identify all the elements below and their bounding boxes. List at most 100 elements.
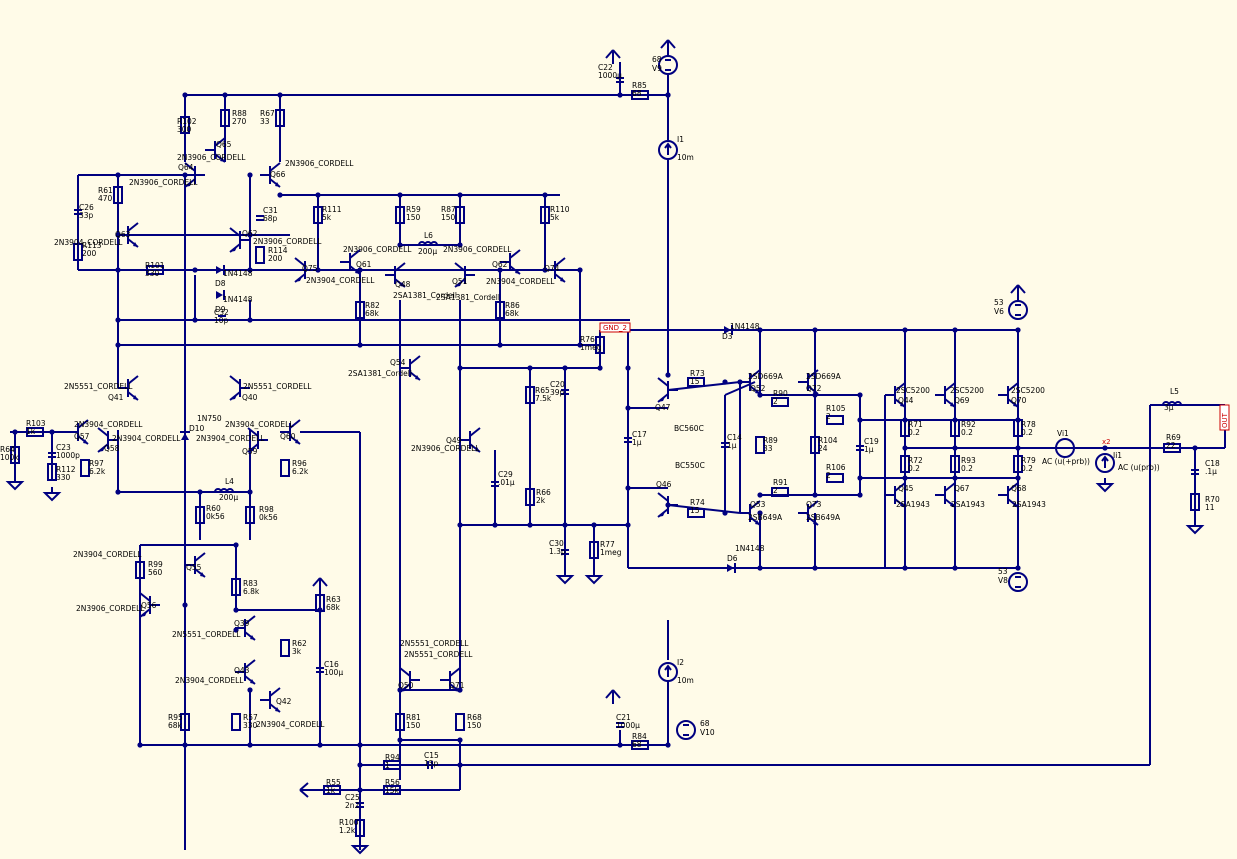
source-value: 68 — [700, 719, 710, 728]
source-value: 53 — [998, 567, 1008, 576]
resistor-value: 0.2 — [961, 464, 973, 473]
junction-dot — [457, 522, 463, 528]
transistor-part: 2N3904_CORDELL — [112, 434, 181, 443]
transistor-ref: Q43 — [234, 666, 250, 675]
diode-ref: D10 — [189, 424, 205, 433]
resistor-ref: R66 — [536, 488, 551, 497]
resistor-r111 — [313, 206, 323, 224]
transistor-ref: Q42 — [276, 697, 292, 706]
transistor-q73 — [798, 500, 819, 526]
junction-dot — [527, 365, 533, 371]
transistor-part: 2N3906_CORDELL — [343, 245, 412, 254]
resistor-value: 150 — [406, 721, 421, 730]
transistor-q48 — [385, 262, 406, 288]
resistor-value: 1meg — [580, 343, 602, 352]
transistor-q61 — [340, 249, 361, 275]
resistor-r69 — [1163, 443, 1181, 453]
resistor-value: 2 — [826, 471, 831, 480]
resistor-value: 33 — [763, 444, 773, 453]
resistor-value: 0.2 — [908, 428, 920, 437]
capacitor-ref: C14 — [727, 433, 742, 442]
transistor-q39 — [235, 615, 256, 641]
transistor-ref: Q53 — [750, 500, 766, 509]
resistor-ref: R88 — [232, 109, 247, 118]
capacitor-ref: C29 — [498, 470, 513, 479]
source-ref: I1 — [677, 135, 684, 144]
transistor-part: 2N5551_CORDELL — [243, 382, 312, 391]
transistor-q45 — [885, 482, 906, 508]
resistor-ref: R106 — [826, 463, 846, 472]
current-source-ii1 — [1095, 453, 1115, 473]
resistor-ref: R57 — [243, 713, 258, 722]
resistor-ref: R90 — [773, 389, 788, 398]
junction-dot — [233, 627, 239, 633]
resistor-ref: R73 — [690, 369, 705, 378]
resistor-ref: R85 — [632, 81, 647, 90]
resistor-ref: R103 — [26, 419, 46, 428]
junction-dot — [1102, 445, 1108, 451]
transistor-ref: Q56 — [141, 601, 157, 610]
junction-dot — [812, 392, 818, 398]
capacitor-c25 — [356, 802, 364, 808]
ground-icon — [350, 840, 370, 855]
transistor-ref: Q44 — [898, 396, 914, 405]
junction-dot — [857, 392, 863, 398]
resistor-r64 — [10, 446, 20, 464]
transistor-part: 2SA1381_Cordell — [348, 369, 412, 378]
transistor-ref: Q45 — [898, 484, 914, 493]
out-flag-label: OUT — [1221, 412, 1229, 428]
resistor-ref: R91 — [773, 478, 788, 487]
junction-dot — [317, 607, 323, 613]
inductor-value: 3µ — [1164, 403, 1174, 412]
transistor-part: 2SB649A — [806, 513, 841, 522]
inductor-ref: L4 — [225, 477, 234, 486]
resistor-ref: R64 — [0, 445, 15, 454]
junction-dot — [397, 687, 403, 693]
resistor-r88 — [220, 109, 230, 127]
junction-dot — [757, 392, 763, 398]
resistor-r112 — [47, 463, 57, 481]
transistor-q54 — [400, 355, 421, 381]
junction-dot — [247, 687, 253, 693]
capacitor-ref: C21 — [616, 713, 631, 722]
supply-arrow-icon — [605, 49, 621, 64]
resistor-r103 — [26, 427, 44, 437]
resistor-ref: R63 — [326, 595, 341, 604]
capacitor-c20 — [561, 389, 569, 395]
resistor-r61 — [113, 186, 123, 204]
resistor-ref: R70 — [1205, 495, 1220, 504]
resistor-r113 — [73, 243, 83, 261]
net-flag-probe: x2 — [1102, 438, 1111, 446]
supply-arrow-icon — [312, 577, 328, 592]
resistor-r74 — [687, 508, 705, 518]
source-ref: Ii1 — [1113, 451, 1122, 460]
junction-dot — [527, 522, 533, 528]
junction-dot — [397, 192, 403, 198]
junction-dot — [315, 267, 321, 273]
diode-ref: D3 — [722, 332, 733, 341]
capacitor-c22 — [616, 77, 624, 83]
inductor-value: 200µ — [418, 247, 437, 256]
junction-dot — [757, 510, 763, 516]
resistor-ref: R79 — [1021, 456, 1036, 465]
resistor-ref: R71 — [908, 420, 923, 429]
diode-ref: D9 — [215, 305, 226, 314]
voltage-source-v8 — [1008, 572, 1028, 592]
transistor-ref: Q69 — [954, 396, 970, 405]
transistor-part: 2N3906_CORDELL — [129, 178, 198, 187]
transistor-ref: Q51 — [452, 277, 468, 286]
transistor-part: 2N3904_CORDELL — [306, 276, 375, 285]
capacitor-value: 2n2 — [345, 801, 360, 810]
junction-dot — [247, 317, 253, 323]
junction-dot — [542, 192, 548, 198]
junction-dot — [357, 742, 363, 748]
transistor-ref: Q47 — [655, 403, 671, 412]
diode-part: 1N4148 — [730, 322, 760, 331]
junction-dot — [757, 565, 763, 571]
diode-d3 — [724, 325, 733, 335]
junction-dot — [617, 92, 623, 98]
resistor-r56 — [383, 785, 401, 795]
transistor-q58 — [97, 427, 118, 453]
resistor-ref: R110 — [550, 205, 570, 214]
net-flag-out: OUT — [1219, 404, 1230, 431]
